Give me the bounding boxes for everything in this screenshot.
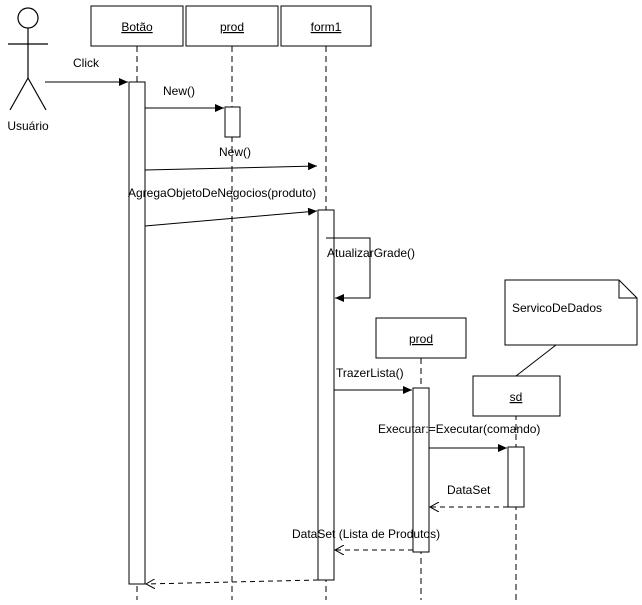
object-botao: Botão [90, 5, 184, 47]
actor-label: Usuário [7, 119, 49, 133]
message-new2-label: New() [219, 145, 251, 159]
object-prod: prod [185, 5, 279, 47]
message-agrega-arrow [144, 207, 318, 227]
object-prod2-label: prod [409, 332, 433, 346]
activation-botao [128, 81, 146, 585]
return-dataset-label: DataSet [447, 483, 491, 497]
activation-prod [224, 106, 241, 138]
message-new2-arrow [144, 162, 318, 171]
note-servico-de-dados: ServicoDeDados [504, 279, 638, 377]
object-sd: sd [472, 375, 561, 417]
message-agrega-label: AgregaObjetoDeNegocios(produto) [128, 186, 316, 200]
return-final-arrow [146, 580, 319, 584]
message-new1-label: New() [163, 84, 195, 98]
activation-prod2 [412, 387, 430, 553]
object-sd-label: sd [510, 390, 523, 404]
object-form1-label: form1 [311, 20, 342, 34]
object-botao-label: Botão [121, 20, 153, 34]
object-prod2: prod [375, 317, 467, 359]
message-click-label: Click [73, 56, 100, 70]
return-dataset-lista-label: DataSet (Lista de Produtos) [292, 527, 440, 541]
activation-sd [507, 446, 525, 508]
object-form1: form1 [280, 5, 372, 47]
object-prod-label: prod [220, 20, 244, 34]
message-atualizar-label: AtualizarGrade() [327, 246, 415, 260]
message-trazer-label: TrazerLista() [336, 366, 404, 380]
user-actor-icon [8, 7, 48, 111]
activation-form1 [317, 209, 335, 581]
message-executar-label: Executar:=Executar(comando) [378, 422, 540, 436]
message-atualizar-arrow [326, 237, 371, 302]
note-text: ServicoDeDados [512, 301, 602, 315]
